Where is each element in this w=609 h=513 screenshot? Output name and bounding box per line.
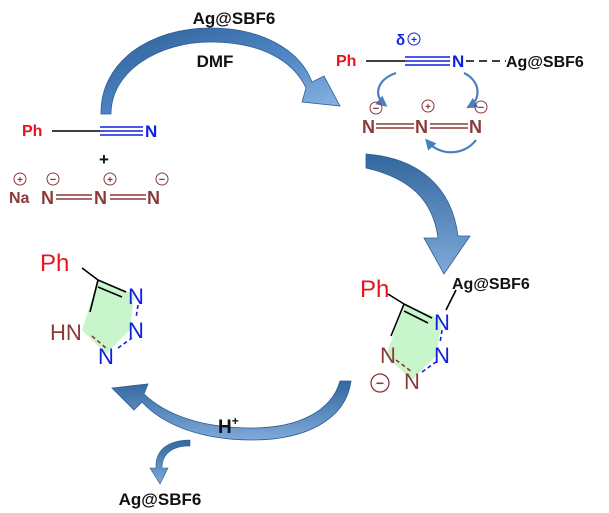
- svg-text:N: N: [469, 117, 482, 137]
- product-hn: HN: [50, 320, 82, 345]
- plus-sign: +: [99, 150, 109, 169]
- svg-text:+: +: [17, 175, 23, 186]
- silver-tetrazolate-intermediate: Ph Ag@SBF6 N N N N −: [360, 276, 530, 394]
- sodium-azide: + Na − N + N − N: [9, 172, 169, 208]
- complex-n: N: [452, 52, 464, 71]
- svg-text:−: −: [478, 102, 484, 114]
- product-ph: Ph: [40, 250, 69, 277]
- cycle-arrow-right: [365, 153, 471, 275]
- activated-nitrile-complex: Ph δ + N Ag@SBF6 − N + N − N: [336, 32, 584, 154]
- svg-text:N: N: [128, 318, 144, 343]
- svg-text:N: N: [362, 117, 375, 137]
- benzonitrile-n: N: [145, 122, 157, 141]
- cycle-arrow-bottom: [111, 380, 352, 441]
- svg-text:N: N: [94, 188, 107, 208]
- svg-text:+: +: [425, 102, 431, 113]
- svg-text:N: N: [380, 343, 396, 368]
- svg-text:N: N: [415, 117, 428, 137]
- complex-delta: δ: [396, 32, 405, 49]
- azide-na: Na: [9, 190, 30, 207]
- tetrazolate-ag: Ag@SBF6: [452, 276, 530, 293]
- svg-text:N: N: [41, 188, 54, 208]
- svg-text:+: +: [107, 175, 113, 186]
- svg-text:−: −: [376, 375, 384, 391]
- proton-label: H+: [218, 414, 239, 438]
- tetrazolate-ph: Ph: [360, 276, 389, 303]
- svg-text:−: −: [159, 174, 165, 186]
- svg-text:N: N: [434, 310, 450, 335]
- phenyltetrazole-product: Ph N HN N N: [40, 250, 144, 369]
- svg-text:−: −: [50, 174, 56, 186]
- solvent-label: DMF: [197, 52, 234, 71]
- svg-text:−: −: [373, 103, 379, 115]
- benzonitrile-ph: Ph: [22, 123, 42, 140]
- catalyst-label-bottom: Ag@SBF6: [119, 490, 202, 509]
- svg-text:+: +: [411, 35, 417, 46]
- svg-text:N: N: [128, 284, 144, 309]
- svg-text:N: N: [404, 369, 420, 394]
- svg-text:N: N: [147, 188, 160, 208]
- catalyst-release-arrow: [149, 439, 191, 485]
- svg-text:N: N: [98, 344, 114, 369]
- benzonitrile: Ph N: [22, 122, 157, 141]
- svg-text:N: N: [434, 343, 450, 368]
- complex-ph: Ph: [336, 53, 356, 70]
- catalyst-label-top: Ag@SBF6: [193, 9, 276, 28]
- cycle-arrow-top: [100, 27, 341, 115]
- complex-ag: Ag@SBF6: [506, 54, 584, 71]
